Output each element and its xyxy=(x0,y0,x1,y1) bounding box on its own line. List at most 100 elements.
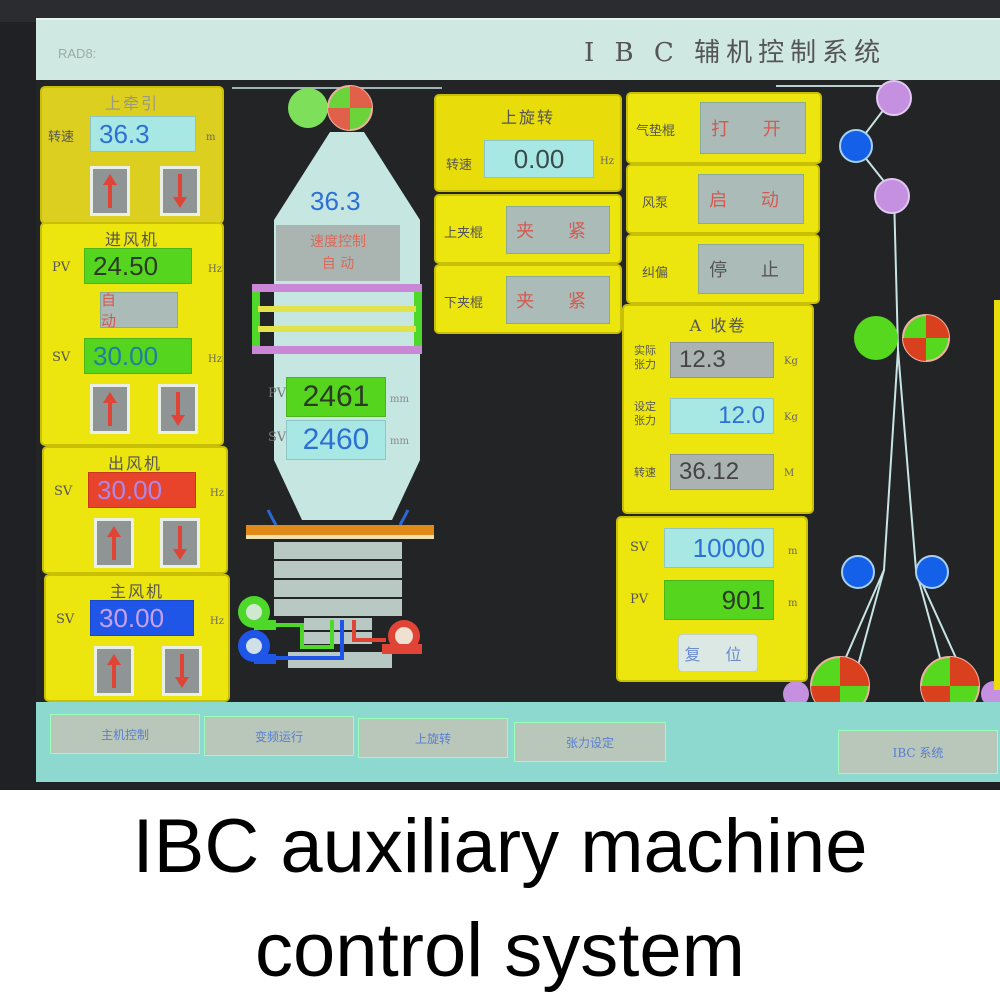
main-fan-panel: 主风机 SV 30.00 Hz xyxy=(44,574,230,702)
hmi-main-area: 上牵引 转速 36.3 m 进风机 PV 24.50 Hz 自 动 SV 30.… xyxy=(36,80,1000,702)
unit-label: m xyxy=(788,546,798,557)
nip-roller-green-icon xyxy=(288,88,328,128)
intake-fan-pv-value: 24.50 xyxy=(84,248,192,284)
air-roller-panel: 气垫棍 打 开 xyxy=(626,92,822,164)
guide-roller-purple-icon xyxy=(783,681,809,702)
up-arrow-icon xyxy=(107,654,121,688)
upper-nip-label: 上夹棍 xyxy=(444,226,484,241)
nav-tension-settings-button[interactable]: 张力设定 xyxy=(514,722,666,762)
nip-roller-green-icon xyxy=(854,316,898,360)
unit-label: Hz xyxy=(600,156,614,167)
length-pv-value: 901 xyxy=(664,580,774,620)
actual-tension-value: 12.3 xyxy=(670,342,774,378)
actual-tension-label: 实际张力 xyxy=(634,344,656,371)
intake-fan-down-button[interactable] xyxy=(158,384,198,434)
nav-vfd-run-button[interactable]: 变频运行 xyxy=(204,716,354,756)
page-title: I B C 辅机控制系统 xyxy=(584,38,887,68)
length-sv-value[interactable]: 10000 xyxy=(664,528,774,568)
blue-blower-icon xyxy=(238,630,276,664)
lower-nip-panel: 下夹棍 夹 紧 xyxy=(434,264,622,334)
caption-line-1: IBC auxiliary machine xyxy=(132,804,868,889)
nip-roller-indicator-icon xyxy=(327,85,373,131)
lower-nip-label: 下夹棍 xyxy=(444,296,484,311)
down-arrow-icon xyxy=(173,174,187,208)
upper-nip-status-button[interactable]: 夹 紧 xyxy=(506,206,610,254)
speed-label: 转速 xyxy=(48,130,75,145)
blower-panel: 风泵 启 动 xyxy=(626,164,820,234)
set-tension-value[interactable]: 12.0 xyxy=(670,398,774,434)
unit-label: m xyxy=(206,132,216,143)
bottom-navigation-bar: 主机控制 变频运行 上旋转 张力设定 IBC 系统 xyxy=(36,702,1000,782)
guide-roller-blue-icon xyxy=(915,555,949,589)
blower-status-button[interactable]: 启 动 xyxy=(698,174,804,224)
upper-traction-panel: 上牵引 转速 36.3 m xyxy=(40,86,224,224)
nip-roller-indicator-icon xyxy=(902,314,950,362)
length-counter-panel: SV 10000 m PV 901 m 复 位 xyxy=(616,516,808,682)
winder-a-panel: A 收卷 实际张力 12.3 Kg 设定张力 12.0 Kg 转速 36.12 … xyxy=(622,304,814,514)
nav-main-control-button[interactable]: 主机控制 xyxy=(50,714,200,754)
nav-upper-rotation-button[interactable]: 上旋转 xyxy=(358,718,508,758)
down-arrow-icon xyxy=(175,654,189,688)
panel-title: 主风机 xyxy=(109,582,164,601)
air-roller-status-button[interactable]: 打 开 xyxy=(700,102,806,154)
sv-label: SV xyxy=(52,350,71,365)
speed-control-mode: 自 动 xyxy=(321,256,355,272)
intake-fan-mode-button[interactable]: 自 动 xyxy=(100,291,178,330)
upper-traction-down-button[interactable] xyxy=(160,166,200,216)
winder-roller-path-diagram xyxy=(776,80,1000,702)
intake-fan-panel: 进风机 PV 24.50 Hz 自 动 SV 30.00 Hz xyxy=(40,222,224,446)
panel-edge-right xyxy=(994,300,1000,690)
upper-traction-speed-value[interactable]: 36.3 xyxy=(90,116,196,152)
bubble-sv-value[interactable]: 2460 xyxy=(286,420,386,460)
caption-line-2: control system xyxy=(255,908,745,993)
blower-label: 风泵 xyxy=(642,196,669,211)
up-arrow-icon xyxy=(103,174,117,208)
winder-roll-right-icon xyxy=(920,656,980,702)
web-guide-panel: 纠偏 停 止 xyxy=(626,234,820,304)
intake-fan-sv-value[interactable]: 30.00 xyxy=(84,338,192,374)
bubble-pv-value: 2461 xyxy=(286,377,386,417)
down-arrow-icon xyxy=(171,392,185,426)
red-blower-icon xyxy=(382,620,422,654)
panel-title: 上牵引 xyxy=(104,94,159,113)
length-reset-button[interactable]: 复 位 xyxy=(678,634,758,672)
nav-ibc-system-button[interactable]: IBC 系统 xyxy=(838,730,998,774)
unit-label: Hz xyxy=(208,264,222,275)
guide-roller-purple-icon xyxy=(876,80,912,116)
main-fan-up-button[interactable] xyxy=(94,646,134,696)
exhaust-fan-down-button[interactable] xyxy=(160,518,200,568)
panel-title: 上旋转 xyxy=(500,108,555,127)
sv-label: SV xyxy=(56,612,75,627)
web-guide-label: 纠偏 xyxy=(642,266,669,281)
exhaust-fan-sv-value[interactable]: 30.00 xyxy=(88,472,196,508)
sv-label: SV xyxy=(630,540,649,555)
upper-traction-up-button[interactable] xyxy=(90,166,130,216)
upper-nip-panel: 上夹棍 夹 紧 xyxy=(434,194,622,264)
exhaust-fan-up-button[interactable] xyxy=(94,518,134,568)
winder-speed-value: 36.12 xyxy=(670,454,774,490)
speed-control-mode-button[interactable]: 速度控制 自 动 xyxy=(276,225,400,281)
upper-rotation-panel: 上旋转 转速 0.00 Hz xyxy=(434,94,622,192)
winder-speed-label: 转速 xyxy=(634,466,656,479)
guide-roller-purple-icon xyxy=(874,178,910,214)
unit-label: mm xyxy=(390,436,409,447)
main-fan-sv-value[interactable]: 30.00 xyxy=(90,600,194,636)
lower-nip-status-button[interactable]: 夹 紧 xyxy=(506,276,610,324)
unit-label: Kg xyxy=(784,356,798,367)
monitor-bezel xyxy=(0,0,1000,22)
intake-fan-up-button[interactable] xyxy=(90,384,130,434)
unit-label: Kg xyxy=(784,412,798,423)
up-arrow-icon xyxy=(103,392,117,426)
set-tension-label: 设定张力 xyxy=(634,400,656,427)
title-bar: RAD8: I B C 辅机控制系统 xyxy=(36,18,1000,80)
unit-label: M xyxy=(784,468,795,479)
guide-roller-blue-icon xyxy=(841,555,875,589)
unit-label: m xyxy=(788,598,798,609)
unit-label: Hz xyxy=(208,354,222,365)
upper-rotation-speed-value[interactable]: 0.00 xyxy=(484,140,594,178)
main-fan-down-button[interactable] xyxy=(162,646,202,696)
speed-control-label: 速度控制 xyxy=(310,234,366,250)
hmi-screen: RAD8: I B C 辅机控制系统 上牵引 转速 36.3 m 进风机 PV … xyxy=(0,0,1000,790)
web-guide-status-button[interactable]: 停 止 xyxy=(698,244,804,294)
panel-title: 进风机 xyxy=(104,230,159,249)
